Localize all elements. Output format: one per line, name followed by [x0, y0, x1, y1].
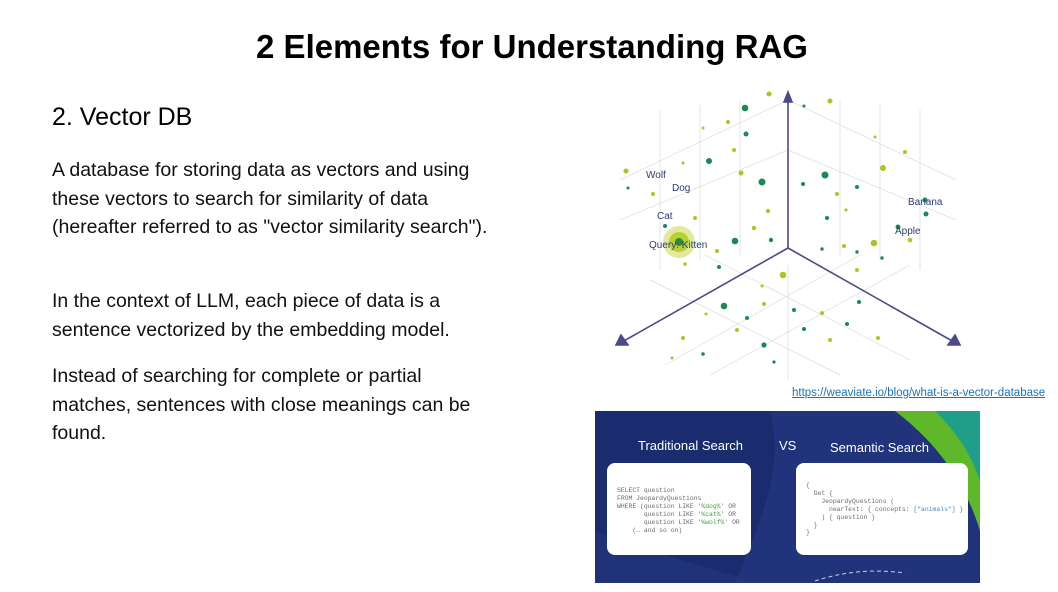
semantic-search-heading: Semantic Search — [830, 440, 929, 455]
axis-right-arrow — [946, 333, 962, 346]
paragraph-similarity: Instead of searching for complete or par… — [52, 365, 471, 444]
label-query: Query: Kitten — [649, 240, 707, 251]
label-cat: Cat — [657, 211, 673, 222]
versus-label: VS — [779, 438, 797, 453]
axis-left-arrow — [614, 333, 630, 346]
label-banana: Banana — [908, 197, 943, 208]
label-apple: Apple — [895, 226, 921, 237]
label-dog: Dog — [672, 183, 690, 194]
data-points — [623, 91, 929, 364]
semantic-search-code: { Get { JeopardyQuestions ( nearText: { … — [796, 463, 968, 555]
paragraph-llm-context: In the context of LLM, each piece of dat… — [52, 290, 450, 341]
axis-vertical-arrow — [782, 90, 794, 103]
grid-lines — [619, 99, 957, 380]
traditional-search-heading: Traditional Search — [638, 438, 744, 453]
traditional-search-code: SELECT question FROM JeopardyQuestions W… — [607, 463, 751, 555]
axes — [614, 90, 962, 346]
vector-space-diagram: Wolf Dog Cat Query: Kitten Banana Apple — [614, 90, 962, 380]
axis-right — [787, 247, 955, 343]
paragraph-definition: A database for storing data as vectors a… — [52, 159, 488, 238]
query-glow — [663, 226, 695, 258]
search-comparison-card: Traditional Search VS Semantic Search SE… — [595, 411, 980, 583]
label-wolf: Wolf — [646, 170, 666, 181]
axis-left — [621, 247, 789, 343]
source-link[interactable]: https://weaviate.io/blog/what-is-a-vecto… — [792, 387, 1046, 399]
slide-title: 2 Elements for Understanding RAG — [256, 28, 808, 65]
section-heading: 2. Vector DB — [52, 103, 193, 131]
